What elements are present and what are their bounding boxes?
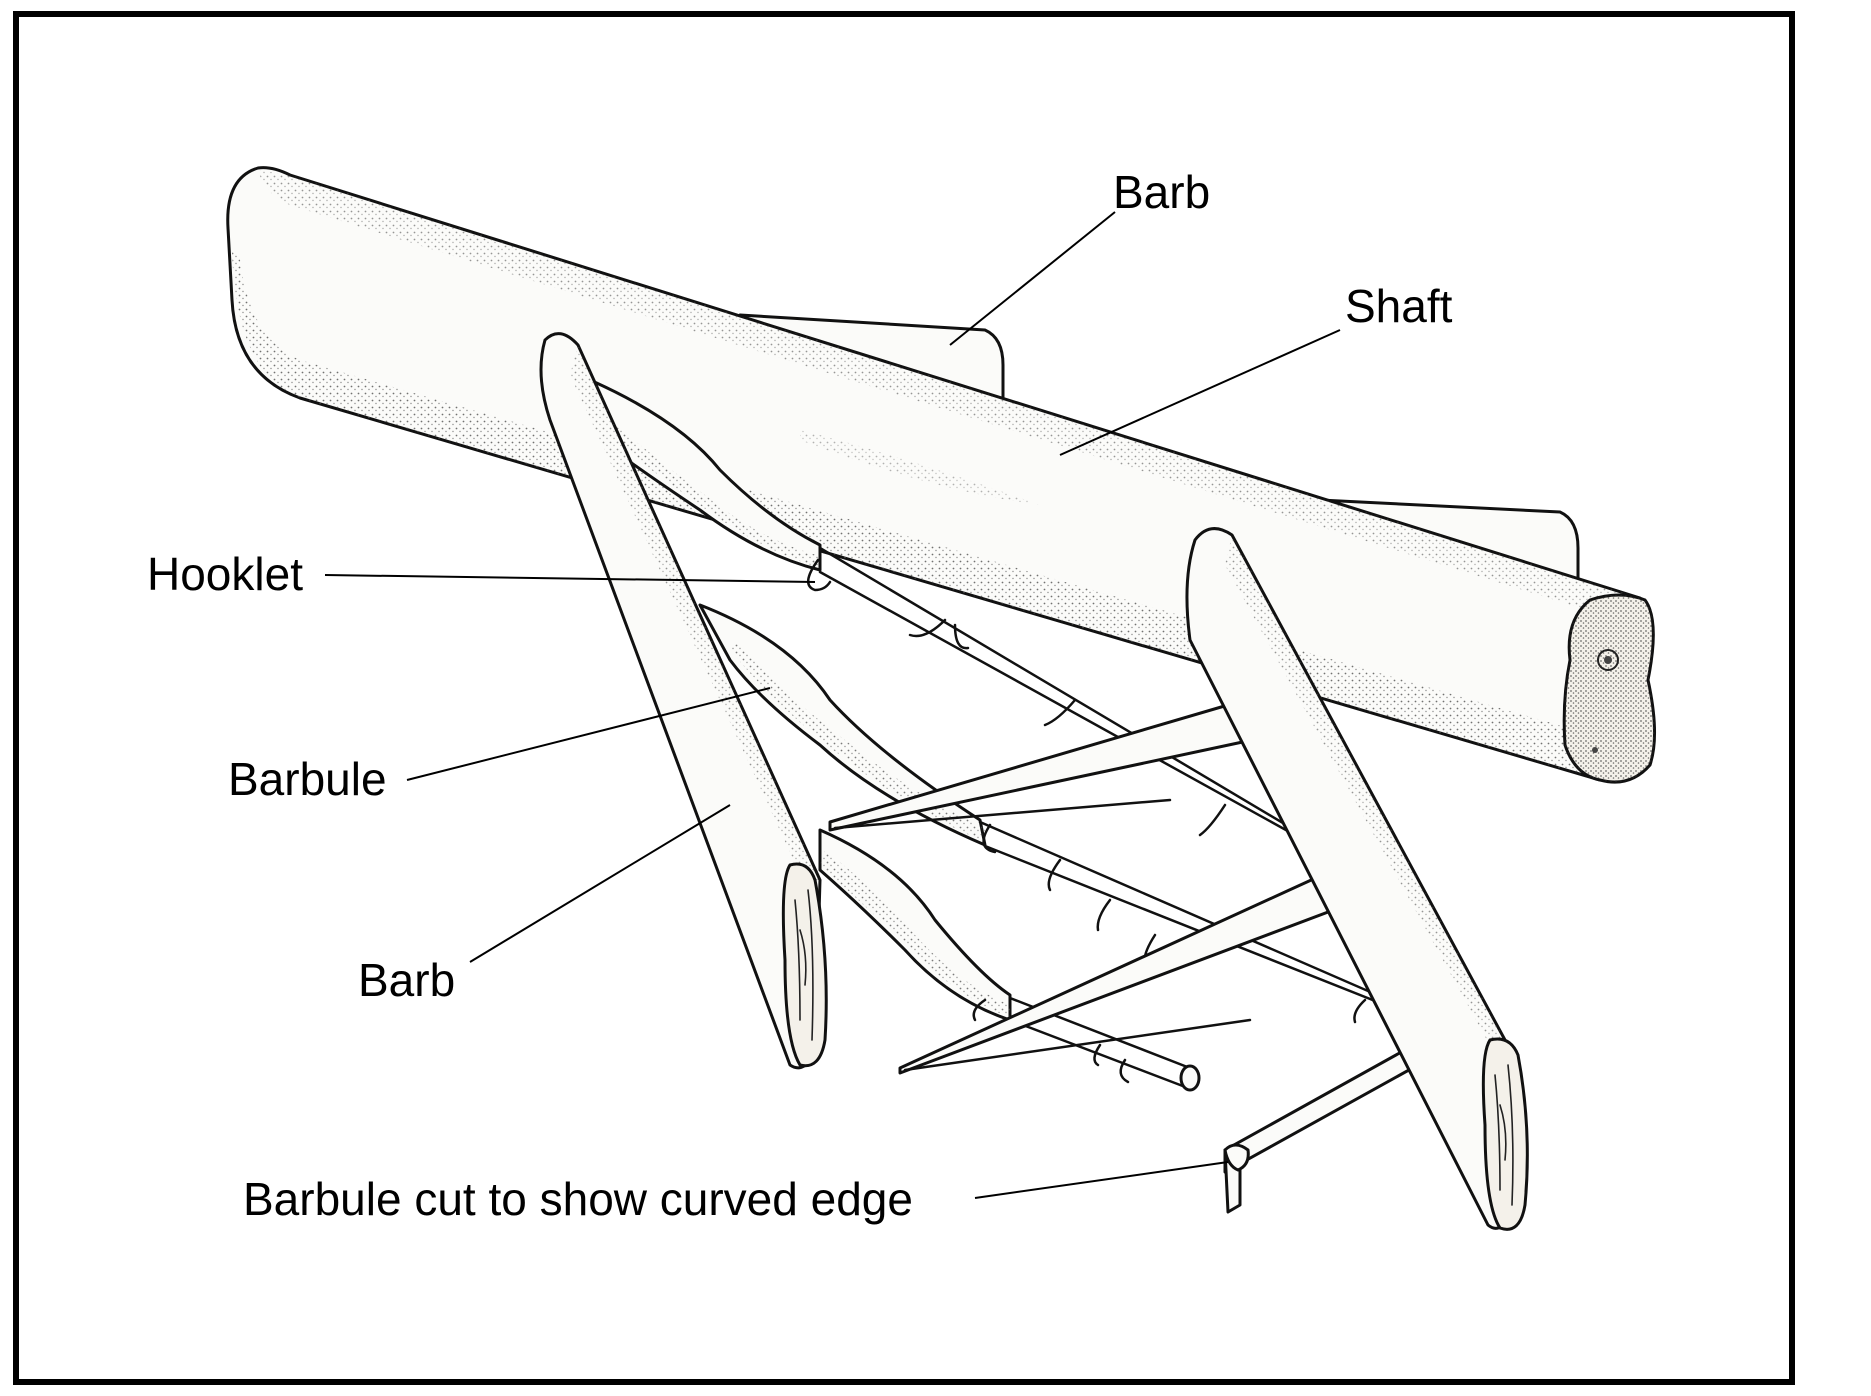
leader-barb-top — [949, 211, 1116, 346]
barb-right — [1185, 527, 1529, 1231]
shaft — [226, 166, 1656, 784]
barb-left — [539, 332, 828, 1070]
leader-barbule-cut — [974, 1161, 1229, 1199]
label-barbule: Barbule — [228, 753, 387, 805]
leader-lines — [324, 211, 1341, 1199]
barbule-middle — [698, 603, 1432, 1024]
label-shaft: Shaft — [1345, 280, 1453, 332]
label-barb-top: Barb — [1113, 166, 1210, 218]
label-barb-bottom: Barb — [358, 954, 455, 1006]
label-hooklet: Hooklet — [147, 548, 303, 600]
barbule-lower — [818, 828, 1201, 1092]
diagram-frame — [13, 11, 1795, 1385]
leader-barbule — [406, 687, 771, 781]
leader-hooklet — [324, 574, 816, 583]
barbule-upper — [588, 378, 1324, 852]
leader-barb-bottom — [469, 804, 731, 963]
leader-shaft — [1059, 329, 1341, 456]
label-barbule-cut: Barbule cut to show curved edge — [243, 1173, 913, 1225]
